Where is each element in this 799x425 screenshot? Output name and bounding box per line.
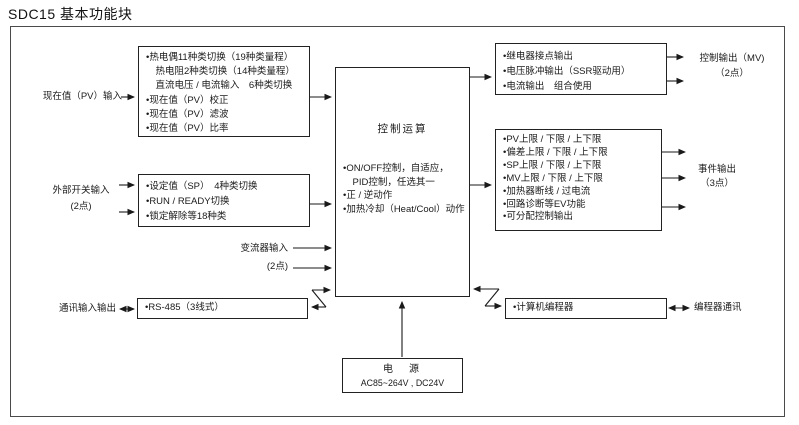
box-line: •加热冷却（Heat/Cool）动作: [343, 203, 465, 215]
box-line: •锁定解除等18种类: [146, 211, 227, 222]
box-line: •偏差上限 / 下限 / 上下限: [503, 146, 608, 158]
event-output-label-line2: （3点）: [700, 178, 734, 189]
control-output-box: •继电器接点输出 •电压脉冲输出（SSR驱动用） •电流输出 组合使用: [495, 43, 667, 95]
box-line: •电流输出 组合使用: [503, 81, 592, 92]
box-line: PID控制，任选其一: [343, 176, 435, 188]
box-line: •可分配控制输出: [503, 211, 573, 223]
box-line: 热电阻2种类切换（14种类量程）: [146, 66, 295, 78]
pv-processing-box: •热电偶11种类切换（19种类量程） 热电阻2种类切换（14种类量程） 直流电压…: [138, 46, 310, 137]
control-box-title: 控制运算: [377, 123, 428, 135]
box-line: •继电器接点输出: [503, 51, 573, 62]
box-line: •SP上限 / 下限 / 上下限: [503, 159, 602, 171]
comm-io-label: 通讯输入输出: [16, 302, 116, 316]
event-output-label: 事件输出 （3点）: [686, 163, 748, 191]
ct-input-label-line1: 变流器输入: [240, 243, 288, 254]
box-line: •回路诊断等EV功能: [503, 198, 586, 210]
programmer-comm-label-text: 编程器通讯: [694, 302, 742, 313]
power-supply-box: 电 源 AC85~264V , DC24V: [342, 358, 463, 393]
ct-input-label: 变流器输入 (2点): [208, 240, 288, 275]
box-line: •RUN / READY切换: [146, 196, 230, 207]
switch-input-label: 外部开关输入 (2点): [42, 183, 120, 215]
switch-input-box: •设定值（SP） 4种类切换 •RUN / READY切换 •锁定解除等18种类: [138, 174, 310, 227]
event-output-box: •PV上限 / 下限 / 上下限 •偏差上限 / 下限 / 上下限 •SP上限 …: [495, 129, 662, 231]
event-output-label-line1: 事件输出: [697, 164, 736, 175]
computer-programmer-box: •计算机编程器: [505, 298, 667, 319]
pv-input-label: 现在值（PV）输入: [20, 90, 122, 104]
mv-output-label-line1: 控制输出（MV): [699, 53, 765, 64]
mv-output-label: 控制输出（MV) （2点）: [688, 51, 776, 81]
control-operation-box: 控制运算 •ON/OFF控制，自适应， PID控制，任选其一 •正 / 逆动作 …: [335, 67, 470, 297]
box-line: •电压脉冲输出（SSR驱动用）: [503, 66, 631, 77]
box-line: •现在值（PV）比率: [146, 123, 229, 135]
power-spec: AC85~264V , DC24V: [360, 378, 445, 388]
box-line: •加热器断线 / 过电流: [503, 185, 591, 197]
rs485-box: •RS-485（3线式）: [137, 298, 308, 319]
switch-input-label-line1: 外部开关输入: [52, 185, 110, 196]
box-line: •MV上限 / 下限 / 上下限: [503, 172, 603, 184]
pv-input-label-text: 现在值（PV）输入: [42, 91, 122, 102]
box-line: •PV上限 / 下限 / 上下限: [503, 134, 602, 145]
mv-output-label-line2: （2点）: [715, 68, 749, 79]
page-title: SDC15 基本功能块: [8, 6, 133, 22]
box-line: •热电偶11种类切换（19种类量程）: [146, 52, 294, 63]
programmer-comm-label: 编程器通讯: [694, 301, 764, 315]
box-line: •现在值（PV）校正: [146, 94, 229, 106]
power-title: 电 源: [383, 364, 422, 375]
box-line: •计算机编程器: [513, 302, 574, 313]
box-line: •正 / 逆动作: [343, 190, 393, 201]
ct-input-label-line2: (2点): [266, 260, 288, 272]
box-line: •ON/OFF控制，自适应，: [343, 163, 449, 174]
box-line: •现在值（PV）滤波: [146, 108, 229, 120]
switch-input-label-line2: (2点): [70, 201, 92, 212]
box-line: •RS-485（3线式）: [145, 302, 224, 313]
comm-io-label-text: 通讯输入输出: [58, 303, 116, 314]
box-line: 直流电压 / 电流输入 6种类切换: [146, 80, 293, 92]
box-line: •设定值（SP） 4种类切换: [146, 181, 258, 192]
